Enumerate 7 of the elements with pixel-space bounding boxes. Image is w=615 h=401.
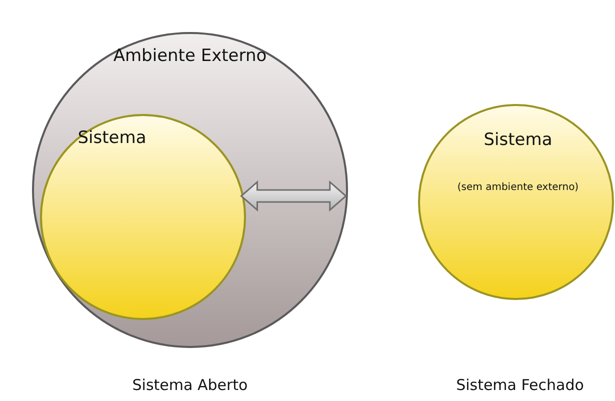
- node-subtitle: (sem ambiente externo): [457, 182, 579, 193]
- node-title: Sistema: [484, 130, 552, 150]
- figure-caption: Sistema Fechado: [456, 376, 584, 394]
- node-title: Sistema: [78, 128, 146, 148]
- double-arrow: [240, 180, 348, 212]
- node-title: Ambiente Externo: [113, 46, 267, 66]
- figure-caption: Sistema Aberto: [132, 376, 248, 394]
